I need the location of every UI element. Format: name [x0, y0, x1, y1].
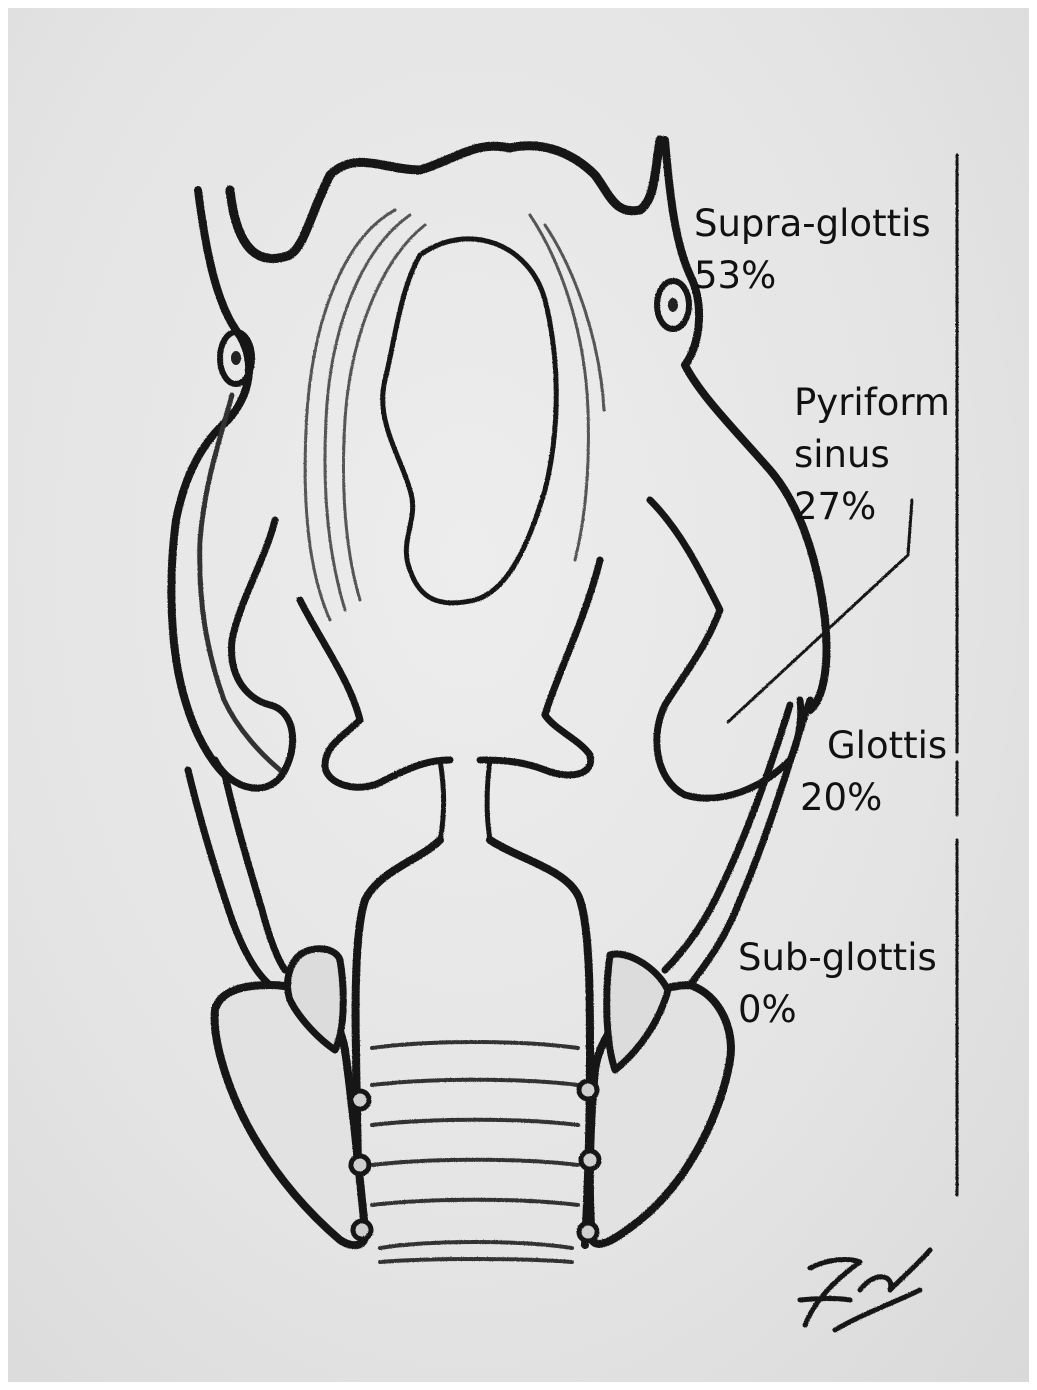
pyriform-percent: 27%: [794, 481, 950, 533]
laryngeal-inlet: [383, 239, 557, 603]
right-ventricle-curve: [480, 560, 600, 775]
left-fold-inner: [200, 395, 280, 770]
pyriform-name-line2: sinus: [794, 429, 950, 481]
glottis-percent: 20%: [800, 772, 947, 824]
right-arytenoid-dot: [668, 298, 678, 312]
glottis-bridge: [440, 760, 490, 840]
left-arytenoid-dot: [231, 351, 241, 365]
pyriform-name-line1: Pyriform: [794, 377, 950, 429]
left-ventricle-curve: [300, 600, 450, 787]
glottis-name: Glottis: [800, 720, 947, 772]
supraglottis-percent: 53%: [694, 250, 931, 302]
epiglottis-shading: [305, 210, 604, 620]
tracheal-rings: [372, 1042, 578, 1262]
label-supraglottis: Supra-glottis 53%: [694, 198, 931, 302]
trachea-left-wall: [356, 840, 440, 1240]
supraglottis-name: Supra-glottis: [694, 198, 931, 250]
signature: [800, 1250, 930, 1330]
left-cartilage-strip: [188, 770, 285, 985]
subglottis-name: Sub-glottis: [738, 932, 937, 984]
subglottis-percent: 0%: [738, 984, 937, 1036]
label-glottis: Glottis 20%: [800, 720, 947, 824]
label-pyriform-sinus: Pyriform sinus 27%: [794, 377, 950, 533]
label-subglottis: Sub-glottis 0%: [738, 932, 937, 1036]
